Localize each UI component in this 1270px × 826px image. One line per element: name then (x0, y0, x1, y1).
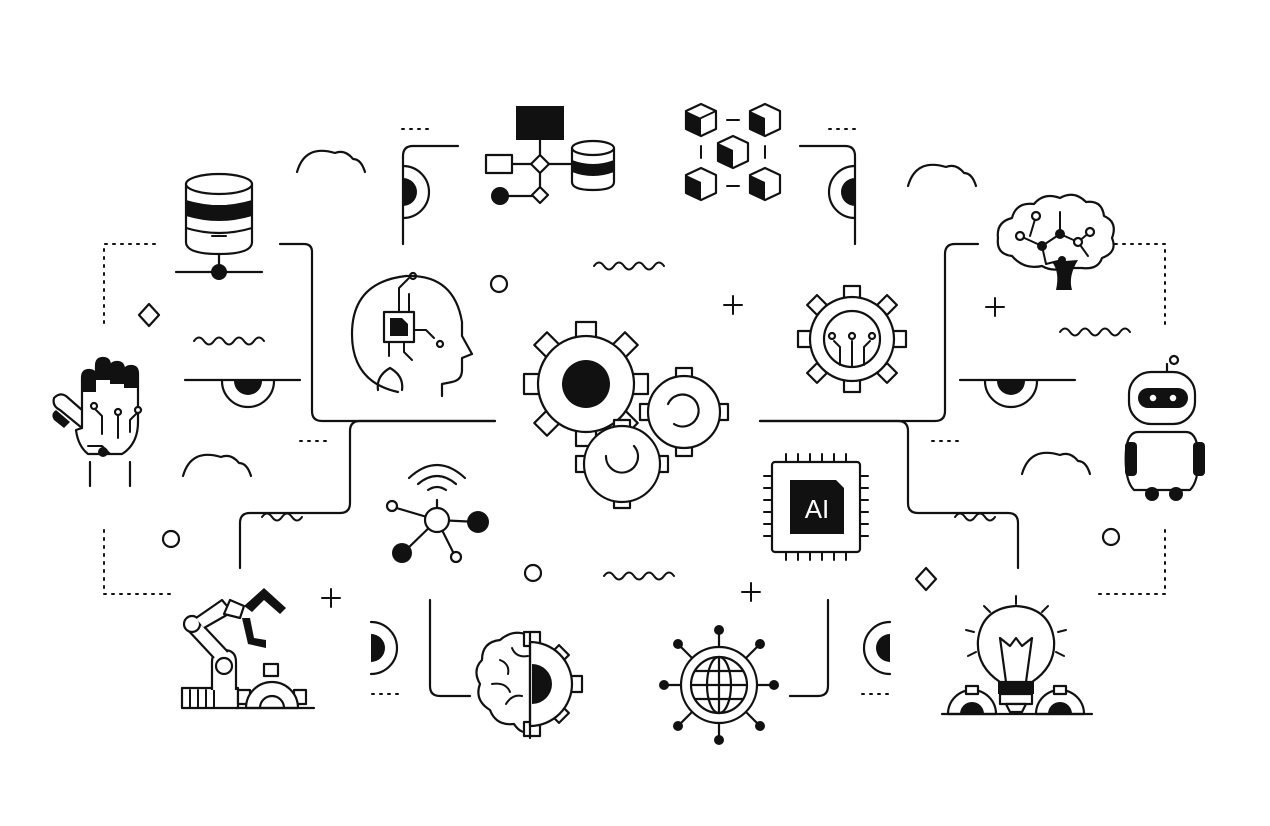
blockchain-cubes-icon (684, 102, 782, 202)
connector-lines (103, 128, 1166, 698)
database-icon (174, 172, 264, 280)
robot-arm-icon (180, 588, 316, 710)
ai-chip-icon: AI (763, 453, 869, 561)
globe-network-icon (659, 625, 779, 745)
brain-network-icon (996, 193, 1115, 290)
gears-icon (522, 320, 730, 510)
chip-label: AI (805, 494, 830, 524)
brain-gear-icon (475, 630, 584, 740)
cyber-hand-icon (52, 356, 143, 488)
ai-head-icon (350, 271, 474, 398)
lightbulb-gears-icon (940, 595, 1094, 716)
decorations (137, 149, 1121, 676)
wifi-network-icon (385, 464, 489, 564)
flowchart-icon (484, 106, 616, 205)
gear-circuit-icon (796, 284, 908, 394)
robot-icon (1124, 354, 1205, 501)
